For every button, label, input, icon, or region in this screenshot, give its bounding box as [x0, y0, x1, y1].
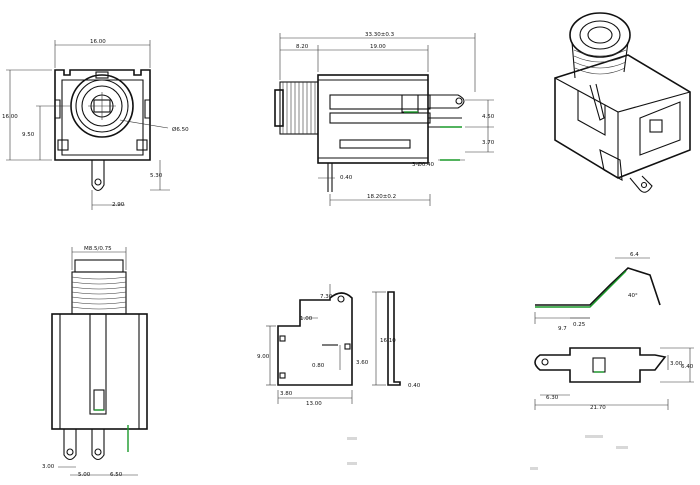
term-b-dim-height: 16.10	[380, 338, 396, 344]
top-dim-offset: 6.50	[110, 472, 123, 478]
isometric-view	[554, 12, 691, 193]
top-view: M8.5/0.75 3.00 5.00 6.50	[42, 246, 148, 478]
term-b-dim-thickness: 0.40	[408, 383, 421, 389]
top-dim-pin: 3.00	[42, 464, 55, 470]
watermark	[347, 435, 628, 470]
side-dim-tab-gap: 3.70	[482, 140, 495, 146]
spring-dim-height: 6.40	[681, 364, 694, 370]
front-dim-offset: 2.90	[112, 202, 125, 208]
terminal-a-view: 7.30 1.00 9.00 0.80 3.60 13.00 3.80	[257, 284, 369, 407]
term-a-dim-top: 7.30	[320, 294, 333, 300]
term-a-dim-step: 1.00	[300, 316, 313, 322]
side-dim-body: 19.00	[370, 44, 386, 50]
front-view: 16.00 16.00 9.50 Ø6.50 5.30 2.90	[2, 39, 189, 210]
spring-dim-length: 9.7	[558, 326, 567, 332]
side-dim-base: 18.20±0.2	[367, 194, 396, 200]
side-dim-pin-width: 0.40	[340, 175, 353, 181]
front-dim-lug: 5.30	[150, 173, 163, 179]
side-dim-thread: 8.20	[296, 44, 309, 50]
term-a-dim-left: 3.80	[280, 391, 293, 397]
spring-dim-thick: 0.25	[573, 322, 586, 328]
side-dim-tab-height: 4.50	[482, 114, 495, 120]
spring-dim-angle: 40°	[628, 293, 638, 299]
term-a-dim-width: 13.00	[306, 401, 322, 407]
term-a-dim-right: 3.60	[356, 360, 369, 366]
side-dim-total: 33.30±0.3	[365, 32, 395, 38]
front-dim-width: 16.00	[90, 39, 106, 45]
top-dim-pitch: 5.00	[78, 472, 91, 478]
spring-dim-tab: 3.00	[670, 361, 683, 367]
term-a-dim-height: 9.00	[257, 354, 270, 360]
side-view: 33.30±0.3 8.20 19.00 4.50 3.70 3-Ø0.40 0…	[274, 32, 495, 206]
spring-dim-tip: 6.4	[630, 252, 639, 258]
side-dim-pins: 3-Ø0.40	[412, 161, 435, 168]
terminal-b-view: 16.10 0.40	[372, 291, 421, 389]
top-dim-thread: M8.5/0.75	[84, 246, 112, 252]
front-dim-center: 9.50	[22, 132, 35, 138]
spring-dim-total: 21.70	[590, 405, 606, 411]
front-dim-height: 16.00	[2, 114, 18, 120]
spring-dim-neck: 6.30	[546, 395, 559, 401]
spring-contact-view: 6.4 40° 0.25 9.7 3.00 6.40 6.30 21.70	[534, 252, 694, 411]
front-dim-hole: Ø6.50	[172, 126, 189, 133]
term-a-dim-hole: 0.80	[312, 363, 325, 369]
